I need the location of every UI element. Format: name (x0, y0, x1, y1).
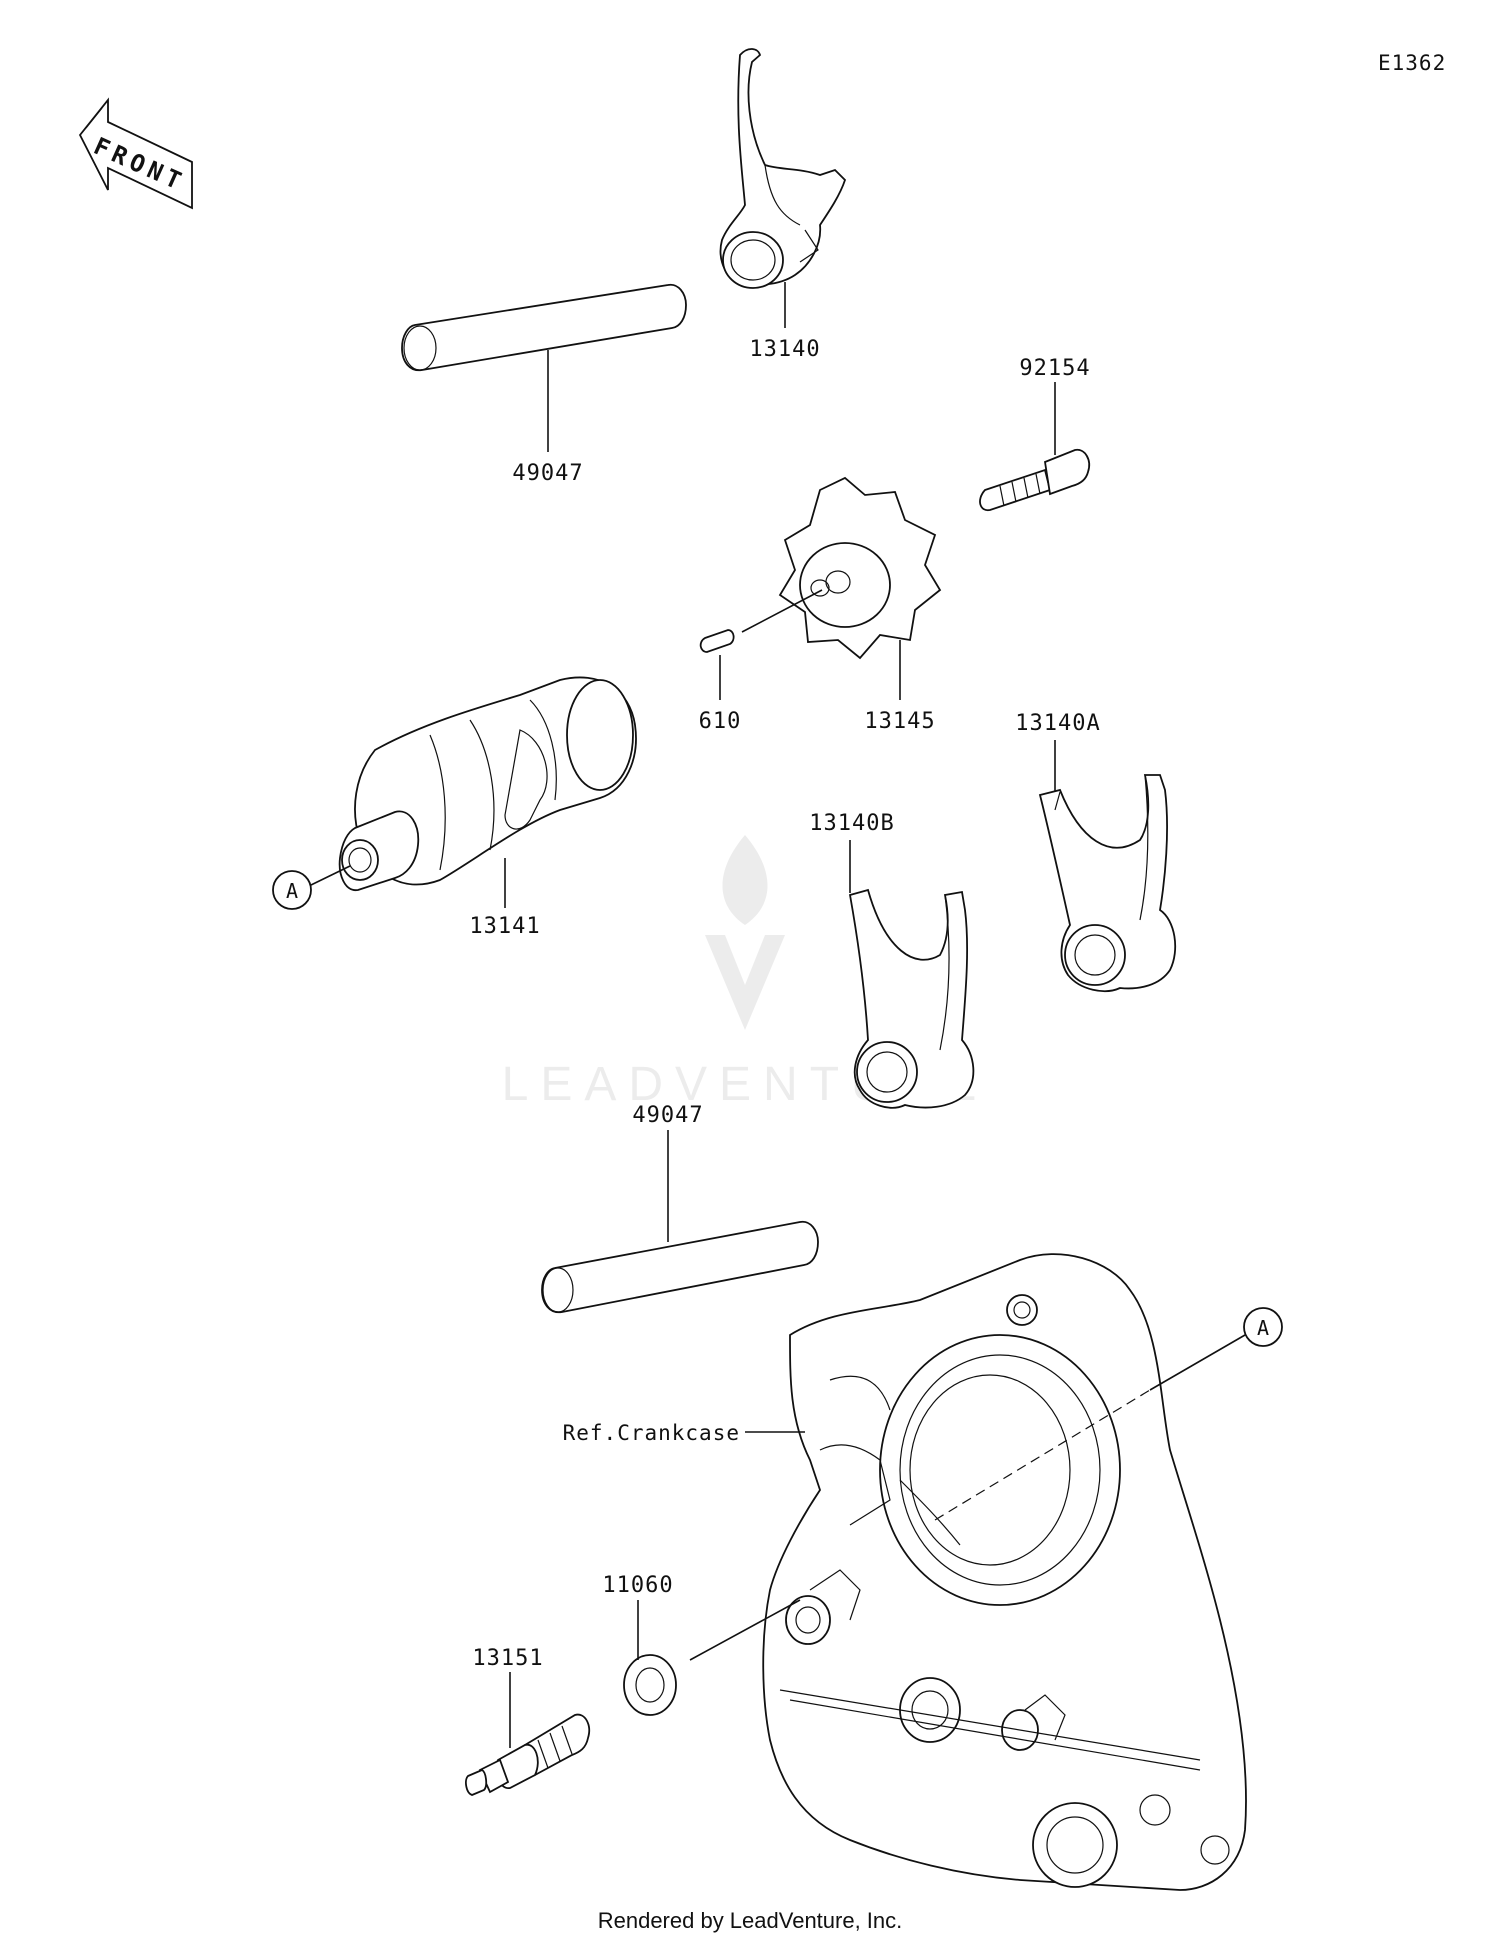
label-ref-crankcase: Ref.Crankcase (563, 1421, 740, 1445)
label-610: 610 (699, 709, 742, 734)
label-92154: 92154 (1019, 356, 1090, 381)
shift-shaft-lower (541, 1220, 819, 1314)
shift-fork-13140A (1038, 774, 1177, 992)
label-13140: 13140 (749, 337, 820, 362)
label-13141: 13141 (469, 914, 540, 939)
callout-a-left (272, 870, 312, 910)
watermark-flame-icon (705, 835, 785, 1030)
bolt-92154 (979, 448, 1090, 512)
neutral-switch-13151 (465, 1713, 590, 1796)
label-13151: 13151 (472, 1646, 543, 1671)
shift-drum-plate-13145 (778, 476, 942, 660)
axis-dashed-line (934, 1389, 1151, 1521)
callout-a-right-text: A (1257, 1316, 1269, 1340)
label-11060: 11060 (602, 1573, 673, 1598)
label-49047-lower: 49047 (632, 1103, 703, 1128)
callout-a-right (1243, 1307, 1283, 1347)
shift-shaft-upper (401, 283, 687, 372)
shift-fork-13140B (848, 888, 975, 1109)
front-arrow-icon: FRONT (78, 97, 193, 210)
shift-fork-13140 (719, 48, 847, 289)
leader-11060-to-case (689, 1599, 801, 1661)
leader-610-to-plate (741, 589, 823, 633)
leader-callout-a-left (310, 865, 351, 886)
pin-610 (699, 629, 735, 653)
label-13140A: 13140A (1015, 711, 1100, 736)
label-49047-upper: 49047 (512, 461, 583, 486)
crankcase-reference (762, 1253, 1247, 1891)
callout-a-left-text: A (286, 879, 298, 903)
label-13140B: 13140B (809, 811, 894, 836)
washer-11060 (623, 1654, 677, 1716)
leader-callout-a-right (1149, 1334, 1246, 1391)
label-13145: 13145 (864, 709, 935, 734)
diagram-code: E1362 (1378, 51, 1446, 75)
footer-credit: Rendered by LeadVenture, Inc. (598, 1908, 903, 1933)
shift-drum-13141 (338, 676, 637, 891)
